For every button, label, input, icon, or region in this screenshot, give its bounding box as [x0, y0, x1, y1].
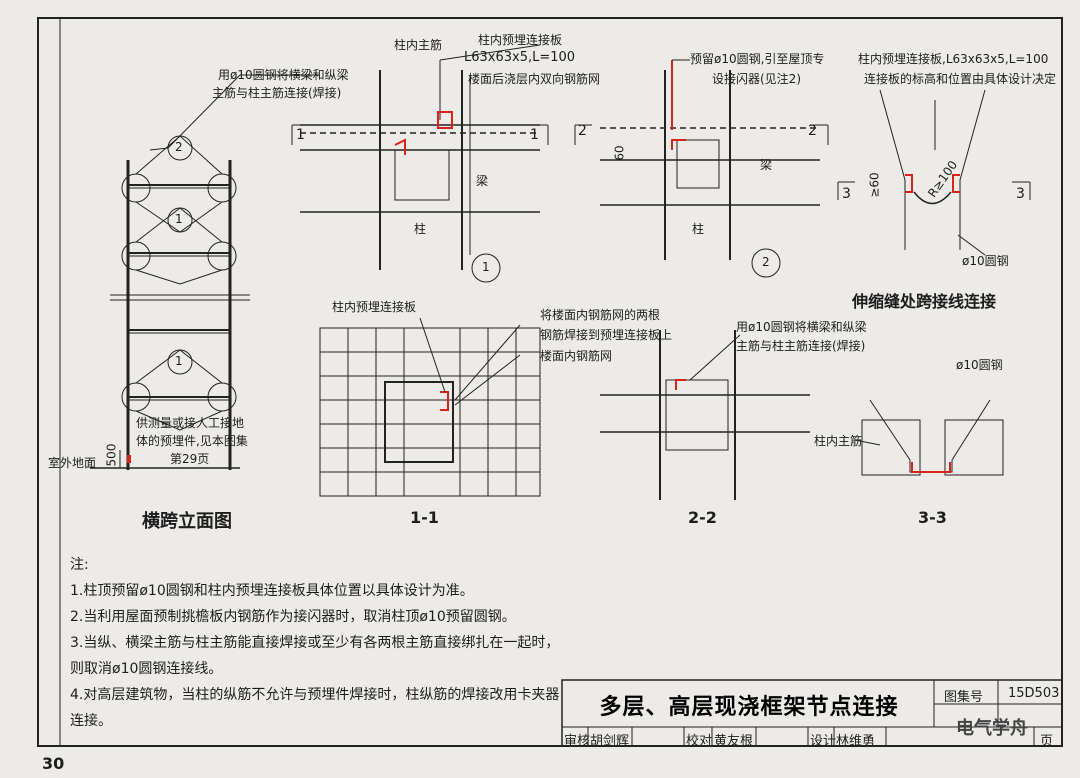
detail-1-drawing: [291, 44, 549, 283]
section33-rod-label: ø10圆钢: [956, 358, 1003, 372]
detail2-column-label: 柱: [692, 222, 705, 236]
detail3-note-line2: 连接板的标高和位置由具体设计决定: [864, 72, 1057, 86]
elevation-note-ground-line2: 体的预埋件,见本图集: [136, 434, 248, 448]
detail3-dim-60: ≥60: [867, 172, 882, 198]
detail3-sec-right: 3: [1016, 186, 1025, 202]
outdoor-ground-label: 室外地面: [48, 456, 97, 470]
section11-plate-label: 柱内预埋连接板: [332, 300, 417, 314]
section22-label: 2-2: [688, 508, 717, 527]
elevation-drawing: [90, 74, 320, 470]
circle-label-2: 2: [175, 140, 183, 154]
elevation-note-rebar-line1: 用ø10圆钢将横梁和纵梁: [218, 68, 349, 82]
detail1-col-main: 柱内主筋: [394, 38, 443, 52]
notes-block: 注: 1.柱顶预留ø10圆钢和柱内预埋连接板具体位置以具体设计为准。 2.当利用…: [70, 552, 559, 734]
atlas-no-value: 15D503: [1008, 686, 1060, 701]
note-item-3: 3.当纵、横梁主筋与柱主筋能直接焊接或至少有各两根主筋直接绑扎在一起时，: [70, 635, 560, 651]
section22-note-line1: 用ø10圆钢将横梁和纵梁: [736, 320, 867, 334]
section-2-2-drawing: [600, 330, 810, 500]
detail2-circle-label: 2: [762, 255, 770, 269]
title-block: [561, 679, 1063, 747]
section11-weld-line2: 钢筋焊接到预埋连接板上: [540, 328, 673, 342]
detail2-beam-label: 梁: [760, 158, 773, 172]
detail1-slab-note: 楼面后浇层内双向钢筋网: [468, 72, 601, 86]
detail2-sec-right: 2: [808, 123, 817, 139]
check-label: 校对: [686, 734, 713, 749]
design-label: 设计: [810, 734, 837, 749]
note-item-4: 4.对高层建筑物，当柱的纵筋不允许与预埋件焊接时，柱纵筋的焊接改用卡夹器: [70, 687, 560, 703]
watermark: 电气学舟: [956, 718, 1028, 739]
detail1-beam-label: 梁: [476, 174, 489, 188]
sheet-frame: [37, 17, 1063, 747]
circle-label-1: 1: [175, 212, 183, 226]
note-item-4-cont: 连接。: [70, 713, 112, 729]
detail1-sec-left: 1: [296, 127, 305, 143]
section11-label: 1-1: [410, 508, 439, 527]
section22-note-line2: 主筋与柱主筋连接(焊接): [736, 339, 866, 353]
section33-label: 3-3: [918, 508, 947, 527]
detail2-note-line1: 预留ø10圆钢,引至屋顶专: [690, 52, 825, 66]
detail1-plate-title: 柱内预埋连接板: [478, 33, 563, 47]
elevation-dim-500: 500: [104, 443, 119, 467]
detail1-column-label: 柱: [414, 222, 427, 236]
page-label: 页: [1040, 734, 1054, 749]
section-1-1-drawing: [319, 317, 541, 497]
detail2-sec-left: 2: [578, 123, 587, 139]
note-item-2: 2.当利用屋面预制挑檐板内钢筋作为接闪器时，取消柱顶ø10预留圆钢。: [70, 609, 516, 625]
section-3-3-drawing: [854, 399, 1004, 476]
elevation-title: 横跨立面图: [142, 511, 232, 532]
circle-label-1b: 1: [175, 354, 183, 368]
section11-weld-line1: 将楼面内钢筋网的两根: [540, 308, 661, 322]
detail-2-drawing: [574, 59, 829, 278]
designer-name: 林维勇: [836, 734, 876, 749]
detail2-note-line2: 设接闪器(见注2): [712, 72, 801, 86]
elevation-note-ground-line3: 第29页: [170, 452, 210, 466]
notes-heading: 注:: [70, 557, 89, 573]
reviewer-name: 胡剑辉: [590, 734, 630, 749]
detail3-note-line1: 柱内预埋连接板,L63x63x5,L=100: [858, 52, 1049, 66]
detail2-dim-60: 60: [612, 145, 627, 161]
checker-name: 黄友根: [714, 734, 754, 749]
detail3-rod-label: ø10圆钢: [962, 254, 1009, 268]
detail1-plate-spec: L63x63x5,L=100: [464, 50, 576, 65]
elevation-note-ground-line1: 供测量或接人工接地: [136, 416, 245, 430]
drawing-title: 多层、高层现浇框架节点连接: [599, 695, 899, 720]
detail1-circle-label: 1: [482, 260, 490, 274]
atlas-no-label: 图集号: [944, 690, 984, 705]
note-item-1: 1.柱顶预留ø10圆钢和柱内预埋连接板具体位置以具体设计为准。: [70, 583, 474, 599]
note-item-3-cont: 则取消ø10圆钢连接线。: [70, 661, 223, 677]
review-label: 审核: [564, 734, 591, 749]
detail3-sec-left: 3: [842, 186, 851, 202]
section11-mesh-label: 楼面内钢筋网: [540, 349, 613, 363]
page-number: 30: [42, 754, 65, 773]
detail-3-drawing: [837, 89, 1031, 256]
detail1-sec-right: 1: [530, 127, 539, 143]
detail3-title: 伸缩缝处跨接线连接: [852, 292, 997, 311]
section33-col-main: 柱内主筋: [814, 434, 863, 448]
elevation-note-rebar-line2: 主筋与柱主筋连接(焊接): [212, 86, 342, 100]
